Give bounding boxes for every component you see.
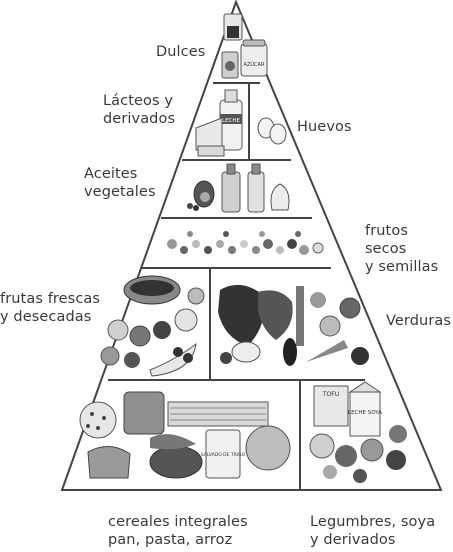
label-legumes: Legumbres, soya y derivados xyxy=(310,514,436,548)
oil-bottle xyxy=(247,171,265,213)
milk-bottle xyxy=(219,99,243,151)
dark-bread xyxy=(149,445,203,479)
egg xyxy=(269,123,287,145)
olive xyxy=(187,203,193,209)
butter-block xyxy=(197,145,225,157)
tofu-box-label: TOFU xyxy=(322,391,339,398)
bread-loaf xyxy=(123,391,165,435)
label-cereals: cereales integrales pan, pasta, arroz xyxy=(108,514,248,548)
sugar-jar-label: AZÚCAR xyxy=(244,61,265,68)
carrot xyxy=(306,340,348,362)
cereal-foods: SALVADO DE TRIGO xyxy=(79,391,291,479)
cauliflower xyxy=(231,341,261,363)
tofu-box xyxy=(313,385,349,427)
label-oils: Aceites vegetales xyxy=(84,166,156,200)
soy-milk-carton xyxy=(349,391,381,437)
nut-foods xyxy=(167,231,324,255)
leafy-greens xyxy=(258,290,293,340)
banana xyxy=(149,342,197,377)
legume-foods: TOFU LECHE SOYA xyxy=(309,381,407,483)
label-dairy: Lácteos y derivados xyxy=(103,93,176,127)
leek xyxy=(296,286,304,346)
olive xyxy=(193,205,199,211)
oil-bottle xyxy=(221,171,241,213)
vegetable-foods xyxy=(218,284,369,366)
label-eggs: Huevos xyxy=(297,119,352,135)
fruit-foods xyxy=(100,275,205,377)
oil-cruet xyxy=(270,183,290,211)
label-fruits: frutas frescas y desecadas xyxy=(0,291,101,325)
egg-foods xyxy=(257,117,287,145)
label-vegetables: Verduras xyxy=(386,313,452,329)
label-nuts: frutos secos y semillas xyxy=(365,223,439,275)
label-sweets: Dulces xyxy=(156,44,206,60)
grain-bowl xyxy=(79,401,117,439)
sweets-foods: AZÚCAR xyxy=(221,13,268,79)
eggplant xyxy=(283,338,297,366)
milk-bottle-label: LECHE xyxy=(222,118,241,124)
pasta-shapes xyxy=(150,434,196,450)
bran-bag xyxy=(205,429,241,479)
oil-foods xyxy=(187,163,290,213)
leafy-greens xyxy=(218,284,265,346)
soy-carton-label: LECHE SOYA xyxy=(348,410,382,416)
sugar-jar xyxy=(240,43,268,77)
dairy-foods: LECHE xyxy=(195,89,243,157)
rice-bowl xyxy=(245,425,291,471)
bread-slice xyxy=(87,446,131,479)
bran-bag-label: SALVADO DE TRIGO xyxy=(201,452,246,458)
